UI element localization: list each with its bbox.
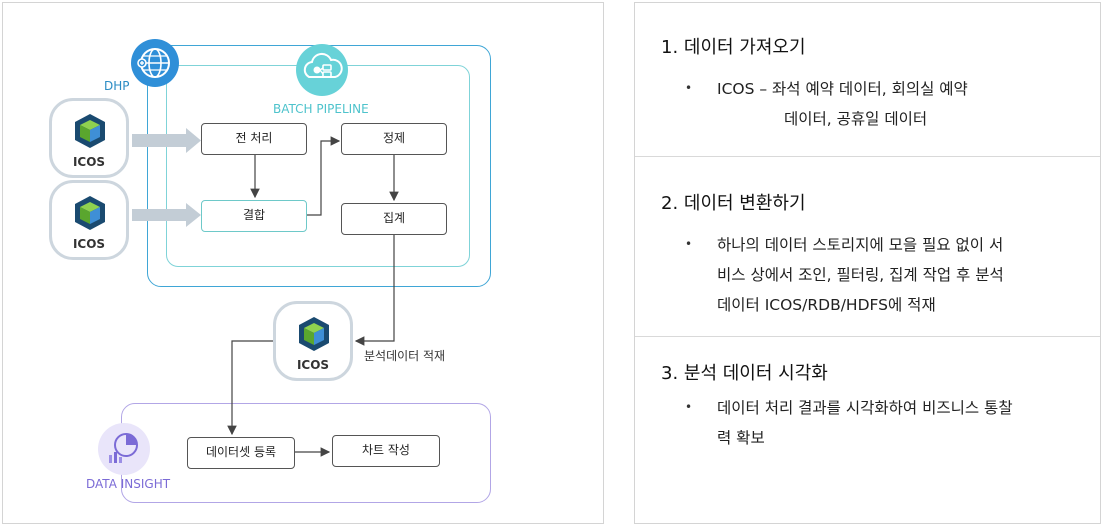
icos-cube-icon	[299, 317, 329, 351]
step-2-line-1: 하나의 데이터 스토리지에 모을 필요 없이 서	[717, 236, 1004, 254]
data-insight-label: DATA INSIGHT	[86, 477, 171, 491]
step-1-line-2: 데이터, 공휴일 데이터	[784, 110, 928, 128]
node-refine: 정제	[341, 123, 447, 155]
icos-label: ICOS	[296, 358, 330, 372]
analysis-data-load-label: 분석데이터 적재	[364, 349, 446, 363]
step-divider	[635, 336, 1100, 337]
icos-label: ICOS	[72, 237, 106, 251]
step-1-line-1: ICOS – 좌석 예약 데이터, 회의실 예약	[717, 80, 968, 98]
icos-cube-icon	[75, 196, 105, 230]
steps-panel	[634, 2, 1101, 524]
icos-analysis-store: ICOS	[273, 301, 353, 381]
bullet-marker: •	[685, 81, 693, 95]
step-divider	[635, 156, 1100, 157]
bullet-marker: •	[685, 400, 693, 414]
node-aggregate: 집계	[341, 203, 447, 235]
step-3-line-1: 데이터 처리 결과를 시각화하여 비즈니스 통찰	[717, 399, 1013, 417]
icos-label: ICOS	[72, 155, 106, 169]
node-preprocess: 전 처리	[201, 123, 307, 155]
icos-source-1: ICOS	[49, 98, 129, 178]
batch-pipeline-icon	[296, 44, 348, 96]
step-3-line-2: 력 확보	[717, 429, 765, 447]
step-2-description: 하나의 데이터 스토리지에 모을 필요 없이 서 비스 상에서 조인, 필터링,…	[717, 230, 1004, 320]
step-3-description: 데이터 처리 결과를 시각화하여 비즈니스 통찰 력 확보	[717, 393, 1013, 453]
step-3-title: 3. 분석 데이터 시각화	[661, 363, 828, 384]
step-2-line-2: 비스 상에서 조인, 필터링, 집계 작업 후 분석	[717, 266, 1004, 284]
dhp-network-icon	[131, 39, 179, 87]
bullet-marker: •	[685, 237, 693, 251]
icos-source-2: ICOS	[49, 180, 129, 260]
step-1-title: 1. 데이터 가져오기	[661, 37, 806, 58]
node-join: 결합	[201, 200, 307, 232]
step-1-description: ICOS – 좌석 예약 데이터, 회의실 예약 데이터, 공휴일 데이터	[717, 74, 968, 134]
batch-pipeline-label: BATCH PIPELINE	[273, 102, 369, 116]
data-insight-icon	[98, 423, 150, 475]
dhp-label: DHP	[104, 79, 130, 93]
node-chart-create: 차트 작성	[332, 435, 440, 467]
step-2-line-3: 데이터 ICOS/RDB/HDFS에 적재	[717, 296, 936, 314]
node-dataset-register: 데이터셋 등록	[187, 437, 295, 469]
icos-cube-icon	[75, 114, 105, 148]
step-2-title: 2. 데이터 변환하기	[661, 193, 806, 214]
